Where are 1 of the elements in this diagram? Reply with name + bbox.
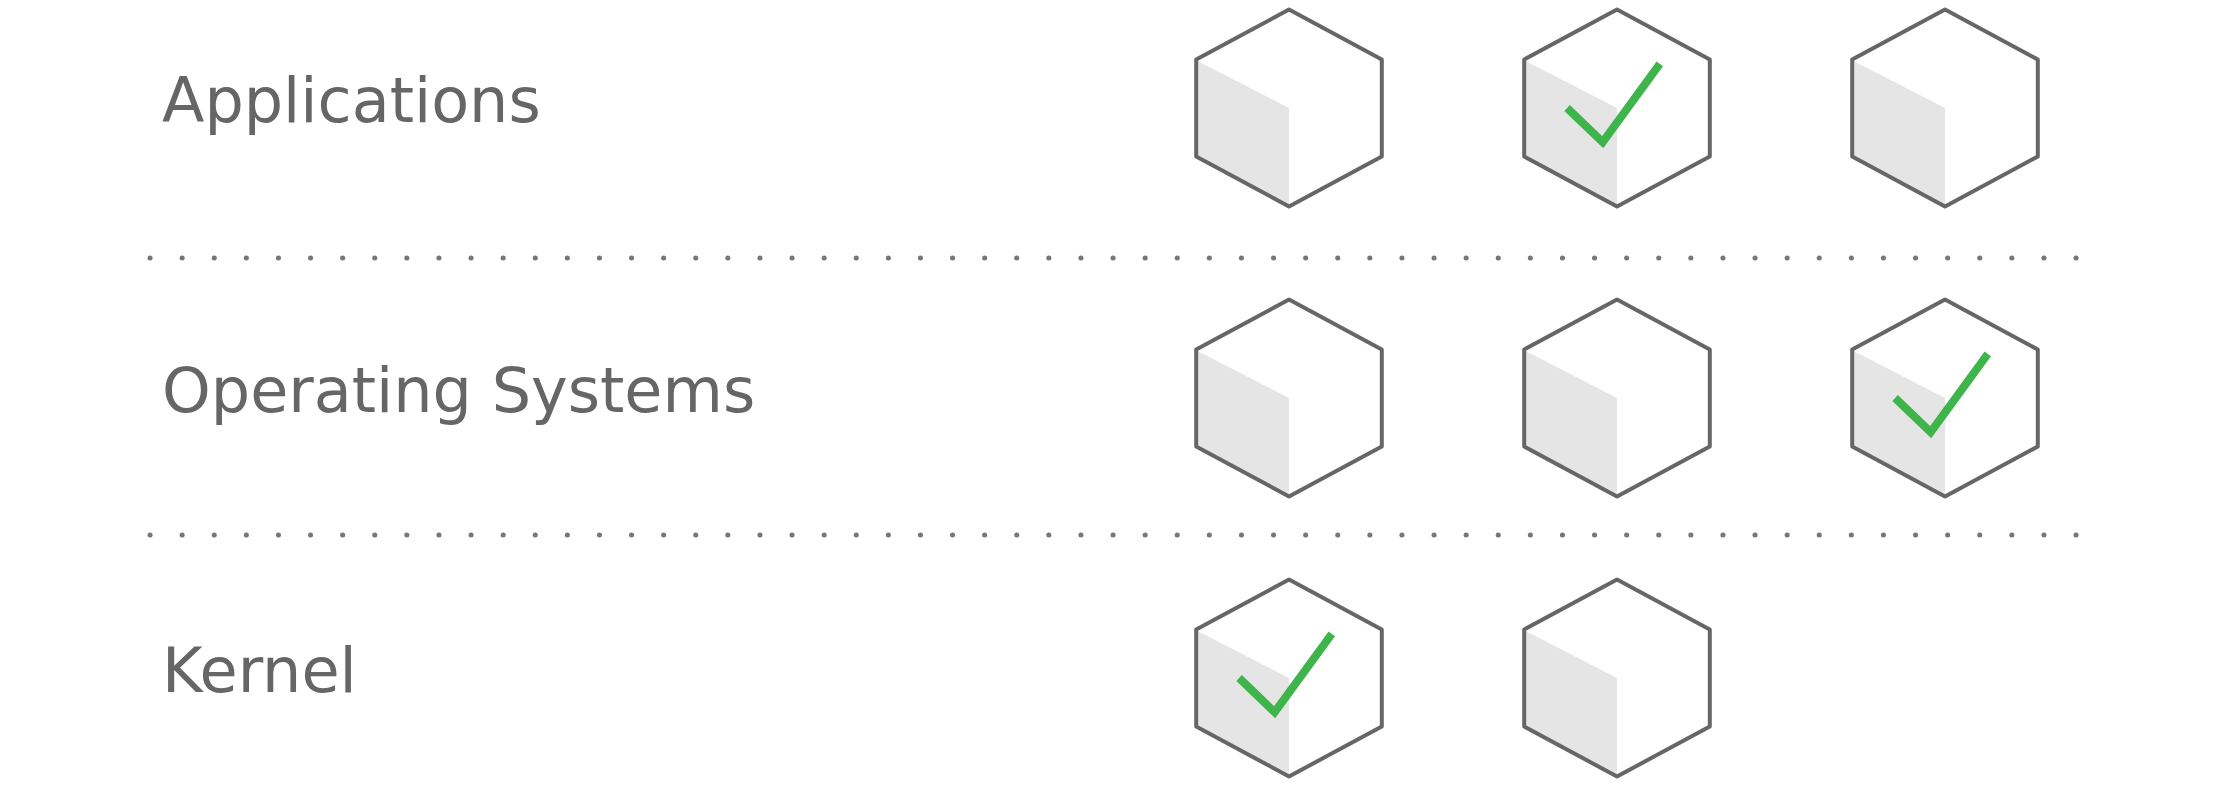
- layer-label: Kernel: [162, 640, 357, 702]
